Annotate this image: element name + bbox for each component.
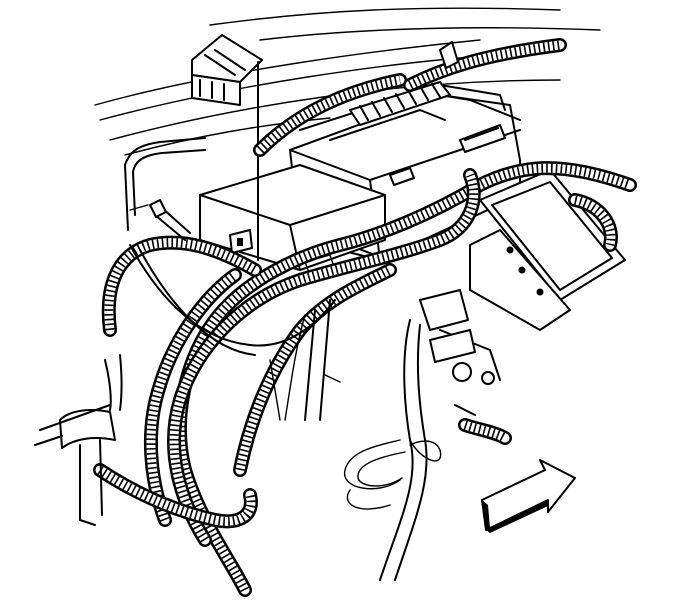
- left-bracket: [34, 354, 123, 526]
- pcm-connector-ribs: [349, 81, 451, 126]
- wiring-harness-conduit: [93, 38, 637, 597]
- left-pipe: [124, 137, 206, 231]
- cowl-lines: [94, 7, 601, 156]
- bracket-mounted-module: [419, 169, 626, 416]
- harness-clip: [439, 41, 459, 69]
- direction-arrow: [481, 459, 576, 533]
- wire-leads: [129, 199, 341, 421]
- wire-loops: [344, 319, 442, 581]
- relay-bracket: [191, 34, 263, 261]
